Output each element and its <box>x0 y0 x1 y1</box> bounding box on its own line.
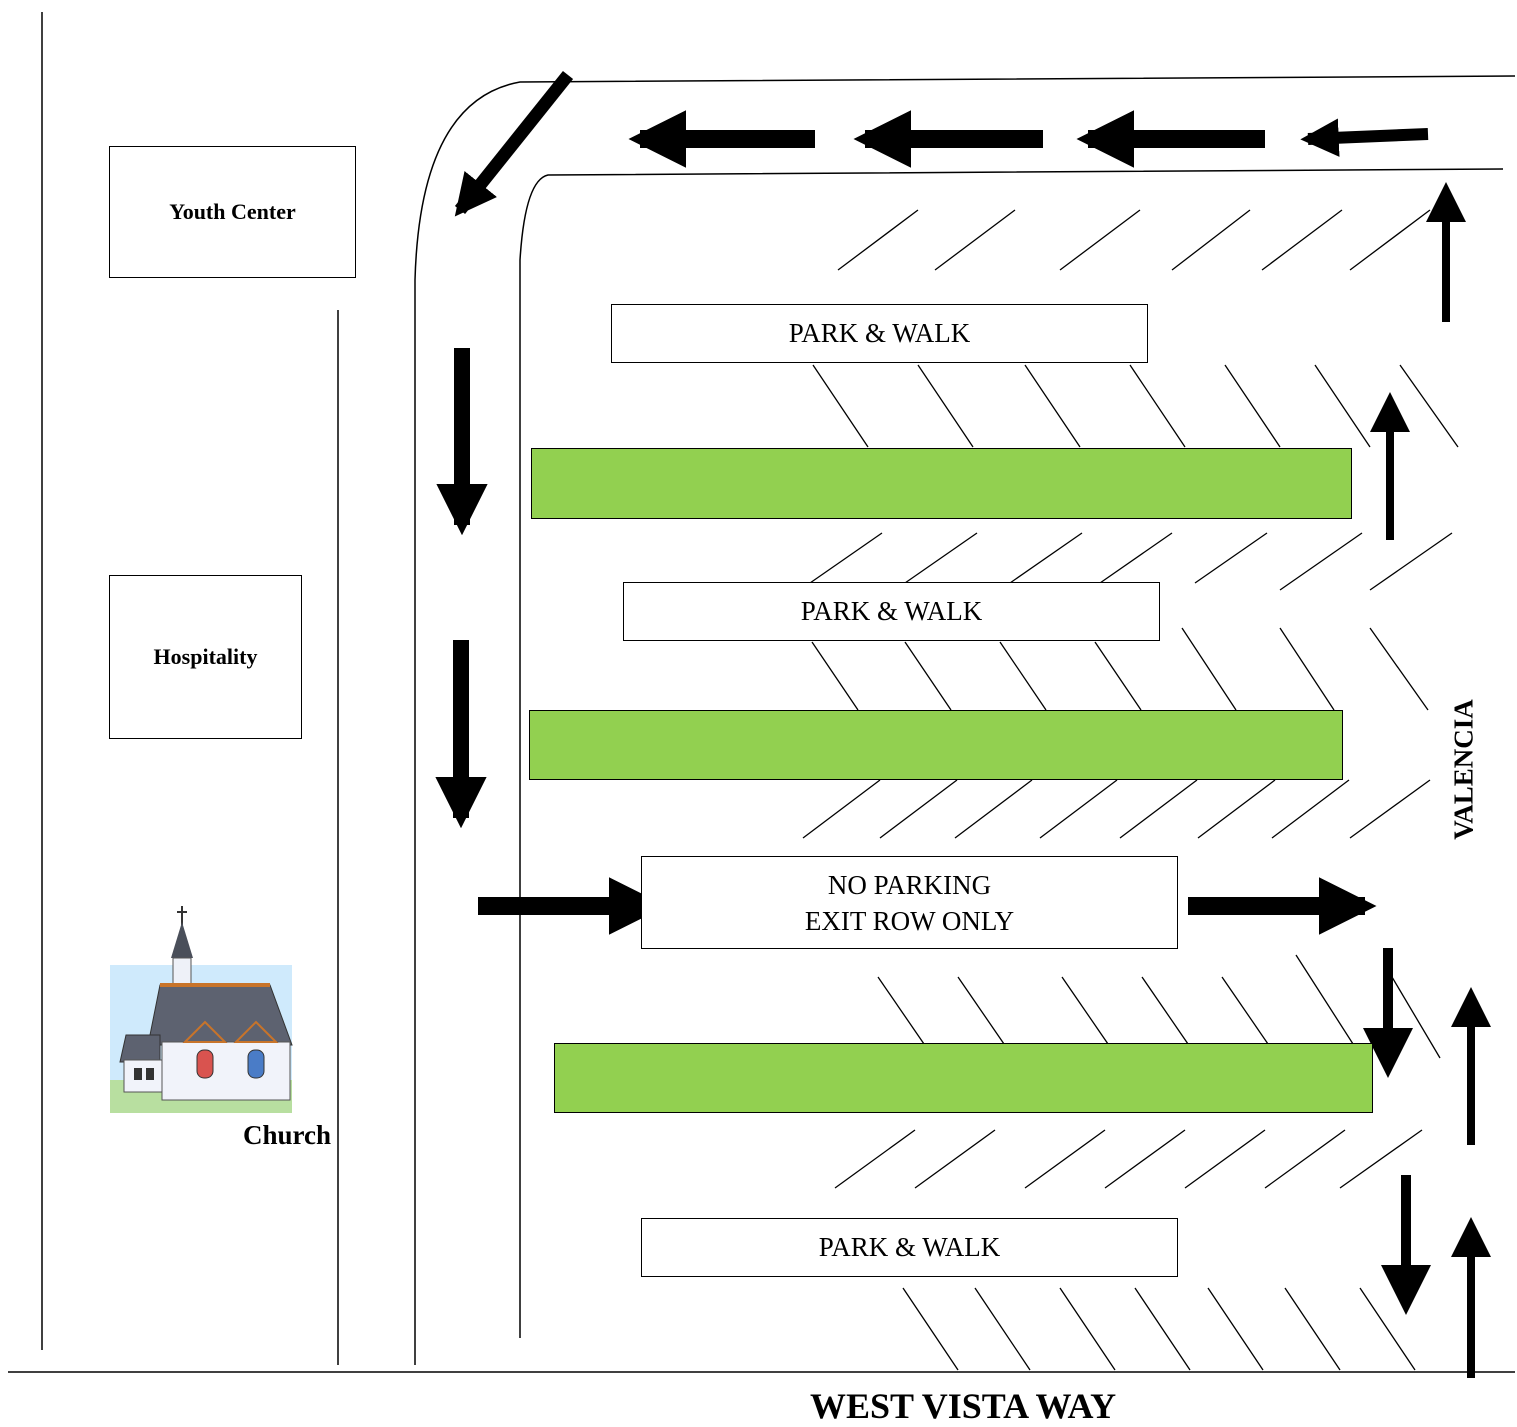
church-illustration <box>110 906 293 1113</box>
hospitality-label: Hospitality <box>153 644 258 669</box>
road-edge-outer <box>414 75 1516 1365</box>
road-edge-inner <box>519 168 1504 1338</box>
green-median <box>529 710 1343 780</box>
arrow-left-icon <box>1300 118 1429 157</box>
parking-stalls <box>802 209 1459 1371</box>
exit-row-only-label: EXIT ROW ONLY <box>804 905 1015 936</box>
park-walk-label: PARK & WALK <box>800 596 983 626</box>
park-walk-row-1: PARK & WALK <box>611 304 1148 363</box>
green-median <box>531 448 1352 519</box>
no-parking-label: NO PARKING <box>827 869 992 900</box>
park-walk-label: PARK & WALK <box>818 1232 1001 1262</box>
church-label: Church <box>243 1120 332 1150</box>
no-parking-exit-row: NO PARKING EXIT ROW ONLY <box>641 856 1178 949</box>
green-median <box>554 1043 1373 1113</box>
hospitality-building: Hospitality <box>109 575 302 739</box>
street-label-west-vista-way: WEST VISTA WAY <box>810 1386 1117 1426</box>
youth-center-building: Youth Center <box>109 146 356 278</box>
park-walk-row-3: PARK & WALK <box>641 1218 1178 1277</box>
street-label-valencia: VALENCIA <box>1448 699 1479 840</box>
park-walk-label: PARK & WALK <box>788 318 971 348</box>
park-walk-row-2: PARK & WALK <box>623 582 1160 641</box>
arrow-down-left-icon <box>454 70 574 217</box>
traffic-arrows <box>435 70 1491 1378</box>
youth-center-label: Youth Center <box>169 199 296 224</box>
